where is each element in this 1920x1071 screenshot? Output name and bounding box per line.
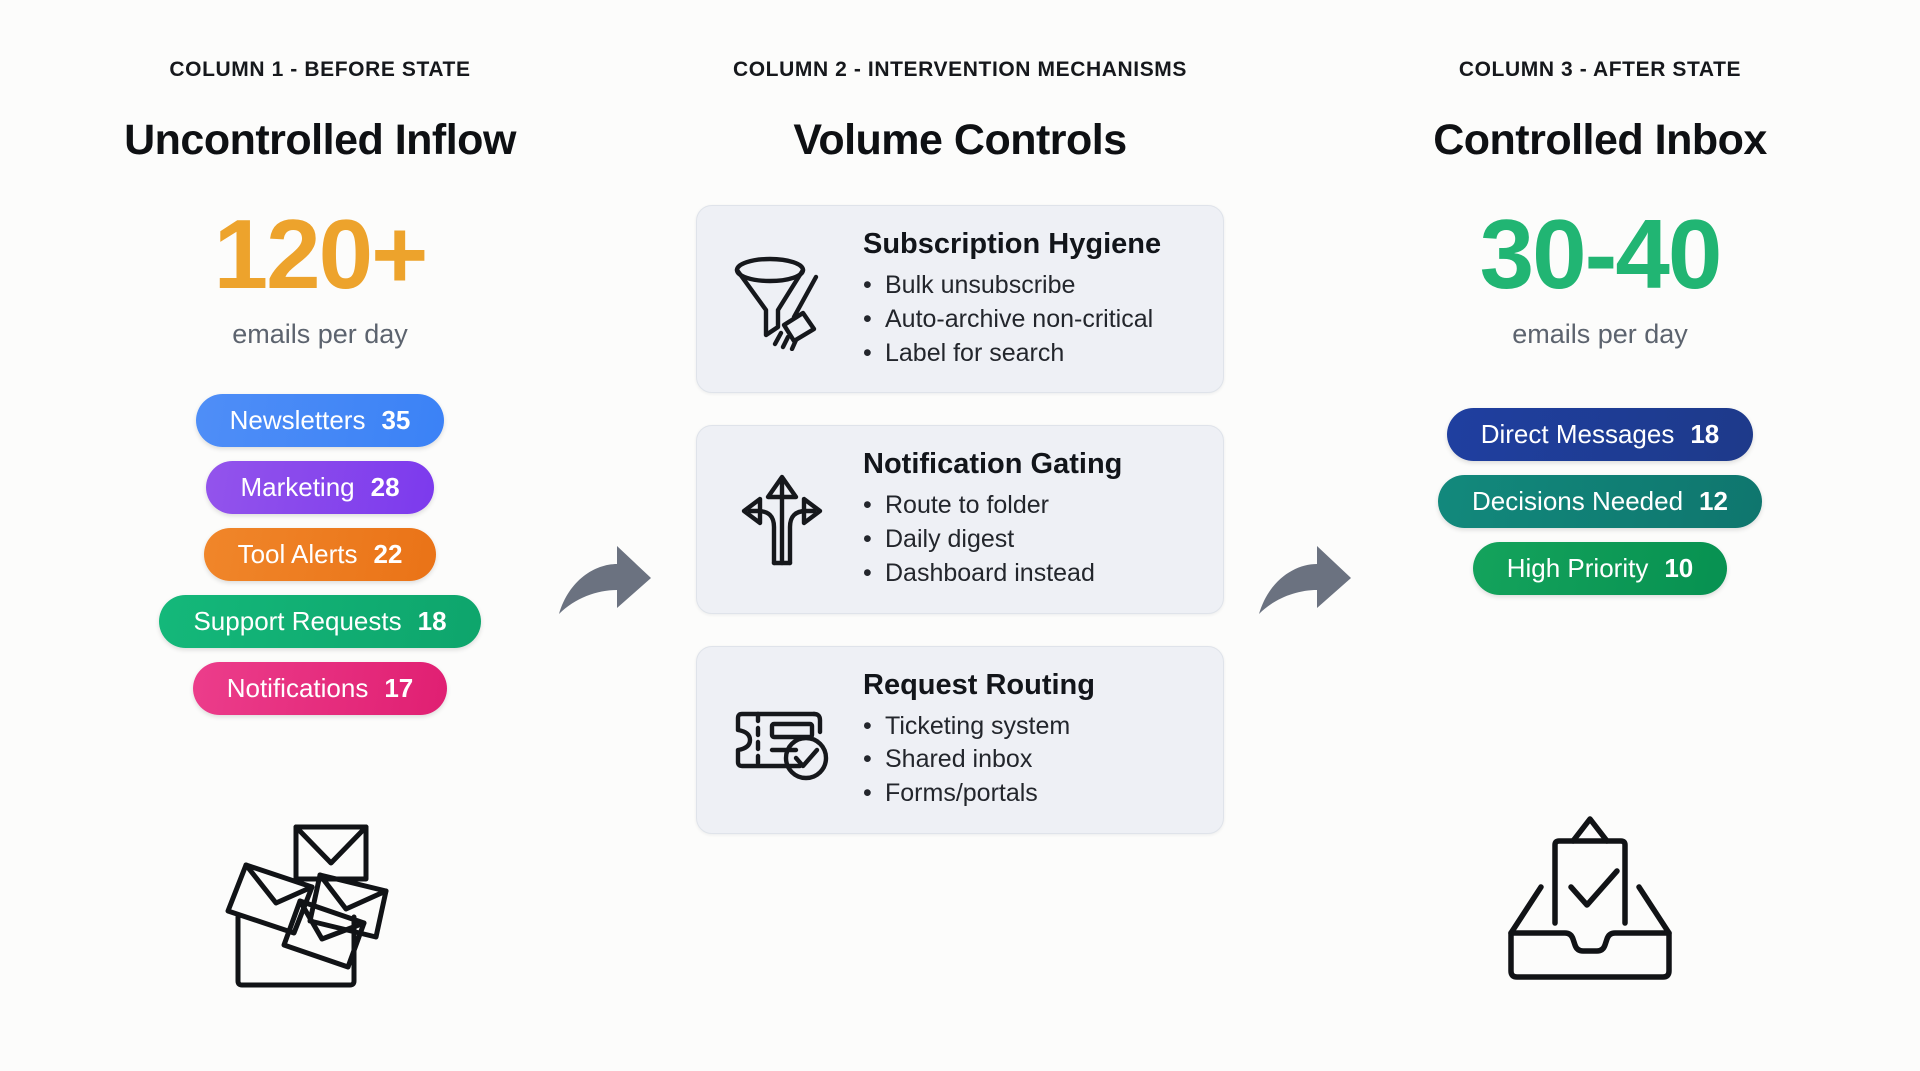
card-body: Notification Gating Route to folder Dail… xyxy=(863,448,1197,590)
inbox-check-icon xyxy=(1495,805,1685,995)
pill-count: 22 xyxy=(373,539,403,569)
pill-label: Direct Messages xyxy=(1480,419,1675,449)
card-bullet: Bulk unsubscribe xyxy=(863,269,1197,303)
card-title: Notification Gating xyxy=(863,448,1123,481)
card-title: Subscription Hygiene xyxy=(863,228,1162,260)
column-2-title: Volume Controls xyxy=(793,116,1127,164)
arrow-col2-to-col3-icon xyxy=(1255,540,1355,625)
column-after-state: COLUMN 3 - AFTER STATE Controlled Inbox … xyxy=(1280,40,1920,1071)
three-way-arrow-icon xyxy=(723,467,841,571)
pill-support-requests[interactable]: Support Requests 18 xyxy=(159,595,481,648)
pill-count: 18 xyxy=(1690,419,1720,449)
card-body: Request Routing Ticketing system Shared … xyxy=(863,669,1197,811)
pill-label: Tool Alerts xyxy=(237,539,358,569)
pill-label: Marketing xyxy=(240,472,355,502)
pill-count: 35 xyxy=(381,405,411,435)
column-1-kicker: COLUMN 1 - BEFORE STATE xyxy=(169,58,471,81)
ticket-check-icon xyxy=(723,688,841,792)
card-bullet: Dashboard instead xyxy=(863,557,1197,591)
pill-count: 17 xyxy=(384,673,414,703)
pill-decisions-needed[interactable]: Decisions Needed 12 xyxy=(1438,475,1762,528)
column-2-kicker: COLUMN 2 - INTERVENTION MECHANISMS xyxy=(732,58,1188,81)
pill-count: 12 xyxy=(1699,486,1728,516)
pill-high-priority[interactable]: High Priority 10 xyxy=(1472,542,1728,595)
pill-label: Support Requests xyxy=(193,606,402,636)
column-intervention-mechanisms: COLUMN 2 - INTERVENTION MECHANISMS Volum… xyxy=(640,40,1280,1071)
pill-notifications[interactable]: Notifications 17 xyxy=(192,662,448,715)
messy-envelope-pile-icon xyxy=(200,805,390,995)
pill-label: High Priority xyxy=(1506,553,1649,583)
pill-tool-alerts[interactable]: Tool Alerts 22 xyxy=(203,528,437,581)
card-bullet: Shared inbox xyxy=(863,743,1197,777)
column-1-metric: 120+ xyxy=(213,199,429,309)
column-3-kicker: COLUMN 3 - AFTER STATE xyxy=(1458,58,1742,81)
mechanism-card-list: Subscription Hygiene Bulk unsubscribe Au… xyxy=(696,205,1224,834)
column-1-title: Uncontrolled Inflow xyxy=(124,116,516,164)
card-bullet: Daily digest xyxy=(863,523,1197,557)
after-state-pill-list: Direct Messages 18 Decisions Needed 12 H… xyxy=(1438,408,1762,595)
column-1-metric-sub: emails per day xyxy=(232,319,408,349)
card-bullet: Auto-archive non-critical xyxy=(863,303,1197,337)
card-request-routing[interactable]: Request Routing Ticketing system Shared … xyxy=(696,645,1224,834)
pill-marketing[interactable]: Marketing 28 xyxy=(206,461,434,514)
before-state-pill-list: Newsletters 35 Marketing 28 Tool Alerts … xyxy=(159,394,481,715)
card-body: Subscription Hygiene Bulk unsubscribe Au… xyxy=(863,228,1197,370)
column-3-title: Controlled Inbox xyxy=(1433,116,1767,164)
funnel-broom-icon xyxy=(723,247,841,352)
card-subscription-hygiene[interactable]: Subscription Hygiene Bulk unsubscribe Au… xyxy=(696,205,1224,394)
card-bullet: Route to folder xyxy=(863,489,1197,523)
card-bullet: Forms/portals xyxy=(863,777,1197,811)
pill-direct-messages[interactable]: Direct Messages 18 xyxy=(1446,408,1754,461)
card-notification-gating[interactable]: Notification Gating Route to folder Dail… xyxy=(696,425,1224,614)
card-bullet: Ticketing system xyxy=(863,710,1197,744)
card-bullet-list: Ticketing system Shared inbox Forms/port… xyxy=(863,710,1197,811)
column-3-metric: 30-40 xyxy=(1479,199,1723,309)
column-3-metric-sub: emails per day xyxy=(1512,319,1688,349)
pill-label: Notifications xyxy=(226,673,369,703)
pill-count: 10 xyxy=(1664,553,1694,583)
pill-label: Newsletters xyxy=(229,405,366,435)
column-before-state: COLUMN 1 - BEFORE STATE Uncontrolled Inf… xyxy=(0,40,640,1071)
card-bullet-list: Route to folder Daily digest Dashboard i… xyxy=(863,489,1197,590)
card-bullet-list: Bulk unsubscribe Auto-archive non-critic… xyxy=(863,269,1197,370)
pill-newsletters[interactable]: Newsletters 35 xyxy=(195,394,445,447)
card-bullet: Label for search xyxy=(863,337,1197,371)
arrow-col1-to-col2-icon xyxy=(555,540,655,625)
pill-count: 18 xyxy=(417,606,447,636)
pill-label: Decisions Needed xyxy=(1472,486,1684,516)
card-title: Request Routing xyxy=(863,668,1095,701)
pill-count: 28 xyxy=(370,472,400,502)
